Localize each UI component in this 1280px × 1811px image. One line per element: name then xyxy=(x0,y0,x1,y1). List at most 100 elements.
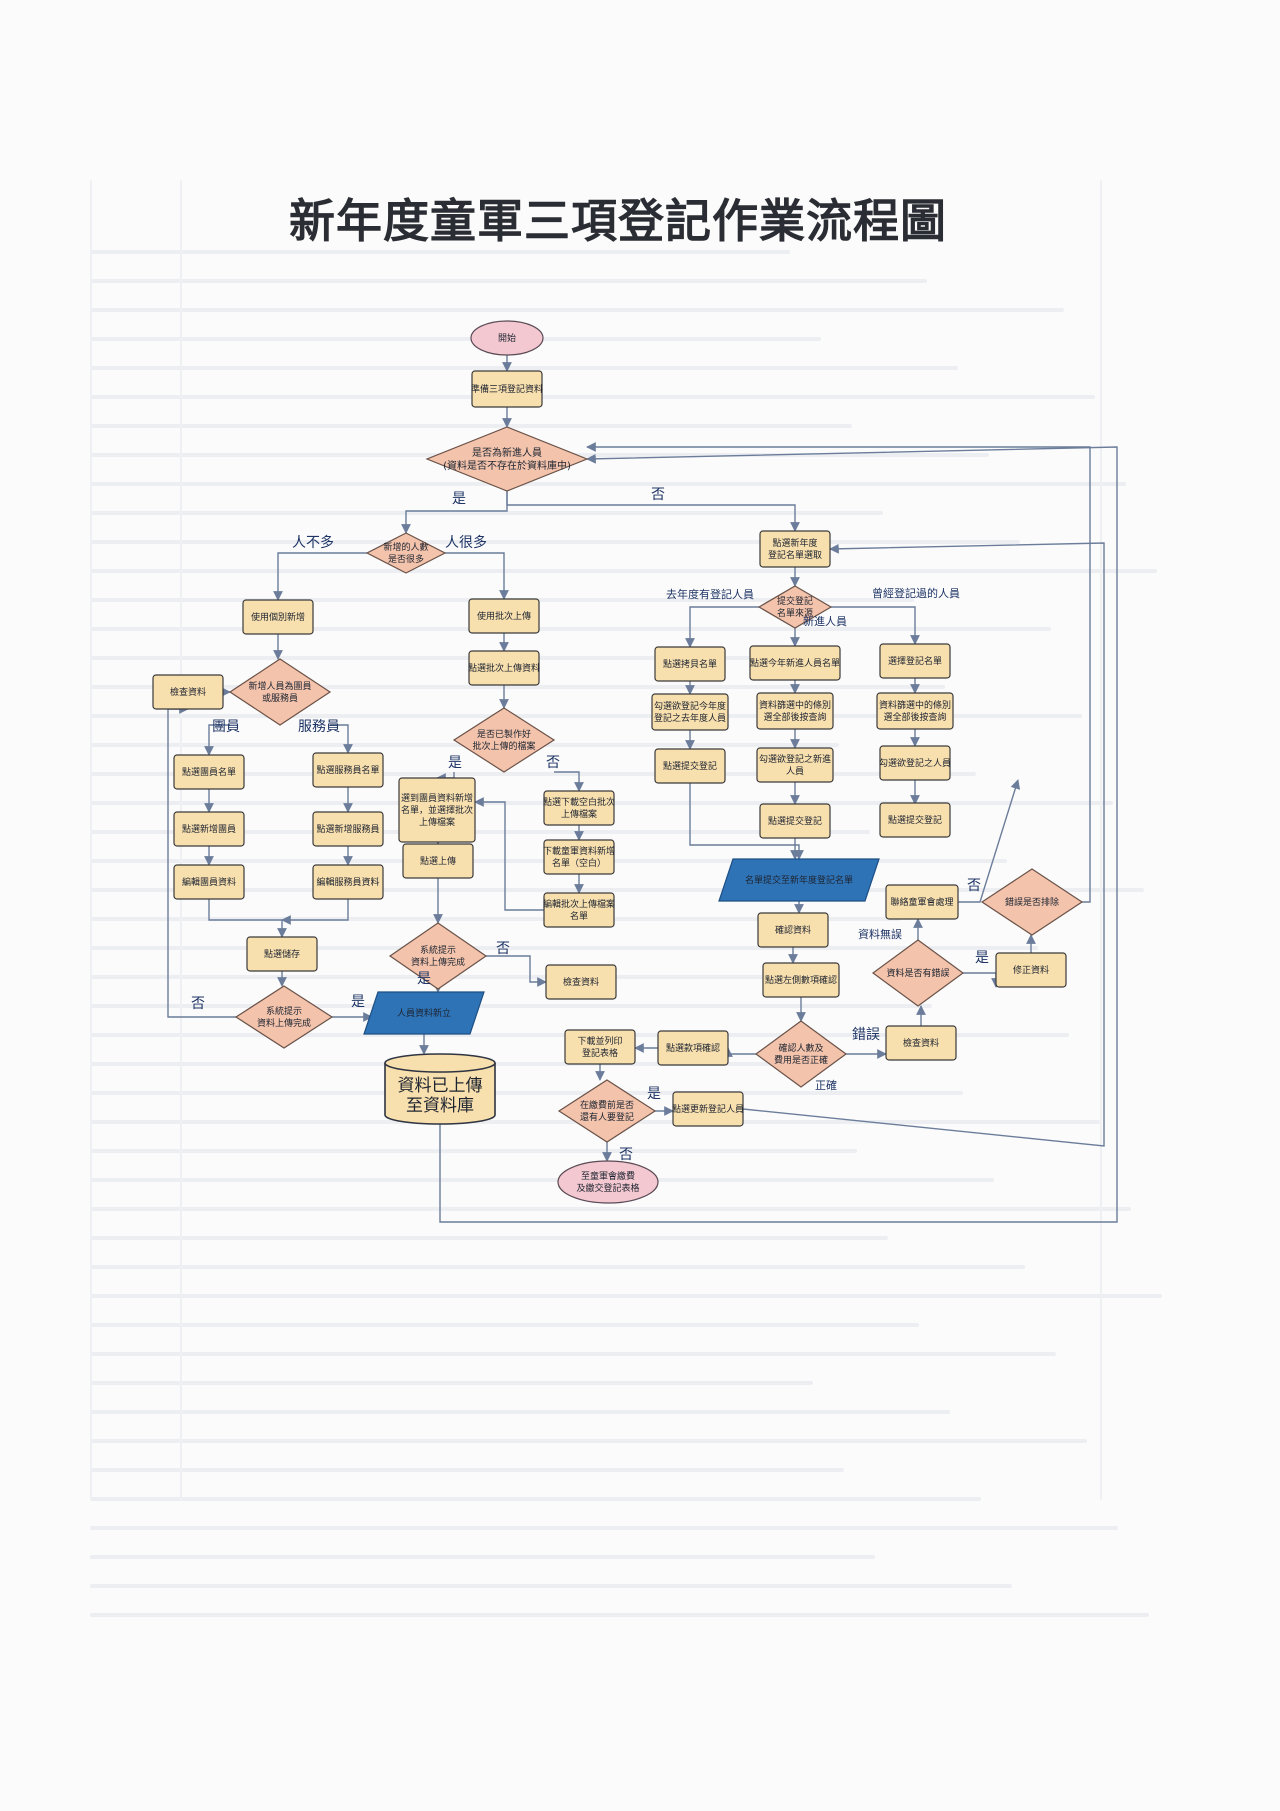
ghost-text-line xyxy=(90,1468,844,1472)
node-text: 下載童軍資料新增 xyxy=(543,845,615,857)
edge-label-past_people: 曾經登記過的人員 xyxy=(872,586,960,600)
node-check_l: 檢查資料 xyxy=(152,674,224,710)
node-contact: 聯絡童軍會處理 xyxy=(885,884,959,920)
process-box xyxy=(749,645,841,681)
process-box xyxy=(876,692,954,730)
process-box xyxy=(471,370,543,408)
ghost-text-line xyxy=(90,511,883,515)
node-s_edit: 編輯服務員資料 xyxy=(312,864,384,900)
decision-diamond xyxy=(234,985,334,1049)
process-box xyxy=(398,777,476,843)
node-has_error: 資料是否有錯誤 xyxy=(871,939,965,1007)
node-text: 提交登記 xyxy=(777,595,813,607)
connector-51 xyxy=(963,972,1001,988)
ghost-text-line xyxy=(90,946,1038,950)
process-box xyxy=(312,864,384,900)
decision-diamond xyxy=(757,585,833,629)
ghost-text-line xyxy=(90,337,821,341)
node-text: 點選儲存 xyxy=(264,948,300,960)
node-click_batch: 點選批次上傳資料 xyxy=(468,650,540,686)
decision-diamond xyxy=(452,707,556,773)
process-box xyxy=(402,843,474,879)
ghost-text-line xyxy=(90,1294,1162,1298)
process-box xyxy=(885,1025,957,1061)
node-use_single: 使用個別新增 xyxy=(242,599,314,635)
ghost-text-line xyxy=(90,1555,875,1559)
edge-label-no: 否 xyxy=(651,487,665,503)
node-text: 系統提示 xyxy=(420,944,456,956)
ghost-text-line xyxy=(90,1265,1025,1269)
ghost-text-line xyxy=(90,1526,1118,1530)
node-text: 下載並列印 xyxy=(577,1035,622,1047)
edge-label-yes: 是 xyxy=(647,1086,661,1102)
ghost-text-line xyxy=(90,540,1020,544)
flow-nodes: 開始準備三項登記資料是否為新進人員(資料是否不存在於資料庫中)新增的人數是否很多… xyxy=(152,320,1084,1204)
node-text: 系統提示 xyxy=(266,1005,302,1017)
ghost-text-line xyxy=(90,1381,813,1385)
process-box xyxy=(672,1091,744,1127)
ghost-text-line xyxy=(90,656,808,660)
ghost-table-border xyxy=(90,180,92,1500)
node-text: 點選款項確認 xyxy=(666,1042,720,1054)
process-box xyxy=(173,864,245,900)
node-update_reg: 點選更新登記人員 xyxy=(672,1091,744,1127)
connector-56 xyxy=(723,1047,756,1057)
process-box xyxy=(543,839,615,875)
connector-5 xyxy=(445,552,509,600)
node-text: 點選提交登記 xyxy=(888,814,942,826)
node-pick_list: 選擇登記名單 xyxy=(879,643,951,679)
node-text: 新增的人數 xyxy=(383,541,428,553)
decision-diamond xyxy=(425,426,589,492)
node-text: 勾選欲登記之新進 xyxy=(759,753,831,765)
node-save: 點選儲存 xyxy=(246,936,318,972)
ghost-text-line xyxy=(90,1149,857,1153)
node-text: 使用個別新增 xyxy=(251,611,305,623)
ghost-text-line xyxy=(90,1613,1149,1617)
decision-diamond xyxy=(388,922,488,990)
ghost-text-line xyxy=(90,569,1157,573)
node-text: 勾選欲登記之人員 xyxy=(879,757,951,769)
edge-label-new_people: 新進人員 xyxy=(803,614,847,628)
ghost-text-line xyxy=(90,714,1082,718)
connector-13 xyxy=(330,724,353,754)
connector-18 xyxy=(208,899,287,938)
connector-4 xyxy=(273,552,367,601)
node-text: 資料是否有錯誤 xyxy=(886,967,949,979)
process-box xyxy=(651,693,729,731)
process-box xyxy=(654,748,726,784)
node-text: 選擇登記名單 xyxy=(888,655,942,667)
ghost-text-line xyxy=(90,685,945,689)
process-box xyxy=(757,912,829,948)
process-box xyxy=(657,1030,729,1066)
node-text: 選全部後按查詢 xyxy=(883,711,946,723)
node-text: 人員 xyxy=(786,766,804,777)
node-fix: 修正資料 xyxy=(995,952,1067,988)
terminal-oval xyxy=(470,320,544,356)
node-text: 編輯批次上傳檔案 xyxy=(543,898,615,910)
node-submit_a: 點選提交登記 xyxy=(654,748,726,784)
node-text: 使用批次上傳 xyxy=(477,610,531,622)
process-box xyxy=(756,747,834,783)
node-io_reg: 名單提交至新年度登記名單 xyxy=(718,858,880,902)
edge-label-staff: 服務員 xyxy=(298,719,340,735)
process-box xyxy=(312,752,384,788)
node-text: 點選上傳 xyxy=(420,855,456,867)
edge-label-yes: 是 xyxy=(448,755,462,771)
process-box xyxy=(995,952,1067,988)
flowchart-title: 新年度童軍三項登記作業流程圖 xyxy=(289,194,947,248)
node-m_edit: 編輯團員資料 xyxy=(173,864,245,900)
node-text: 是否為新進人員 xyxy=(472,446,542,459)
decision-diamond xyxy=(365,532,447,574)
node-text: 選全部後按查詢 xyxy=(763,711,826,723)
connector-33 xyxy=(685,606,759,648)
node-text: 資料篩選中的條別 xyxy=(759,699,831,711)
